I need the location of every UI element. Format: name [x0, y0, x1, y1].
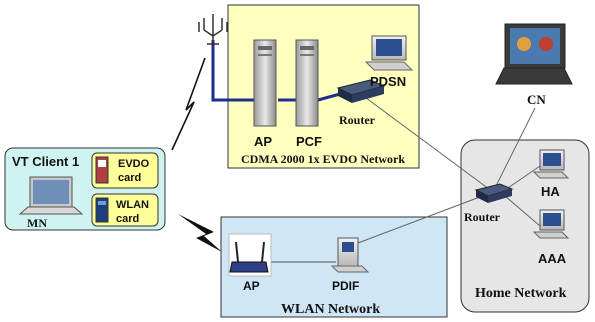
- wireless-link-wlan-icon: [178, 214, 222, 252]
- aaa-computer-icon: [532, 209, 570, 239]
- ha-computer-icon: [532, 149, 570, 179]
- cell-tower-icon: [198, 14, 228, 45]
- mn-label: MN: [27, 216, 47, 230]
- cn-laptop-icon: [495, 23, 573, 85]
- cdma-router-label: Router: [339, 113, 376, 127]
- home-network-box: [460, 139, 590, 313]
- pdsn-computer-icon: [364, 35, 414, 71]
- link-home-router-aaa: [504, 195, 541, 227]
- ha-label: HA: [541, 184, 560, 199]
- client-title: VT Client 1: [12, 154, 79, 169]
- home-router-icon: [474, 183, 514, 203]
- link-cdma-router-home-router: [357, 91, 494, 193]
- cdma-backbone-link-3: [317, 92, 341, 102]
- pdif-label: PDIF: [332, 279, 359, 293]
- cdma-ap-label: AP: [254, 134, 272, 149]
- wireless-link-evdo-icon: [171, 57, 206, 151]
- home-router-label: Router: [464, 210, 501, 224]
- home-network-title: Home Network: [475, 286, 567, 301]
- cdma-network-title: CDMA 2000 1x EVDO Network: [241, 152, 405, 166]
- cdma-pcf-label: PCF: [296, 134, 322, 149]
- wlan-card: [91, 193, 159, 227]
- cdma-ap-server-icon: [253, 39, 277, 127]
- evdo-card: [91, 152, 159, 189]
- cdma-backbone-link: [211, 40, 258, 102]
- link-home-router-ha: [504, 165, 541, 191]
- wlan-network-title: WLAN Network: [281, 302, 380, 317]
- mn-laptop-icon: [18, 176, 84, 215]
- wlan-ap-icon: [228, 233, 272, 277]
- wlan-ap-label: AP: [243, 279, 260, 293]
- wlan-card-label-line1: WLAN: [116, 199, 149, 211]
- link-home-router-cn: [495, 107, 536, 187]
- cn-label: CN: [527, 92, 546, 107]
- pdsn-label: PDSN: [370, 74, 406, 89]
- cdma-pcf-server-icon: [295, 39, 319, 127]
- aaa-label: AAA: [538, 251, 567, 266]
- wlan-card-label-line2: card: [116, 213, 139, 225]
- evdo-card-label-line2: card: [118, 172, 141, 184]
- link-pdif-home-router: [357, 191, 494, 244]
- cdma-router-icon: [336, 79, 386, 103]
- pdif-computer-icon: [330, 237, 370, 273]
- evdo-card-label-line1: EVDO: [118, 158, 150, 170]
